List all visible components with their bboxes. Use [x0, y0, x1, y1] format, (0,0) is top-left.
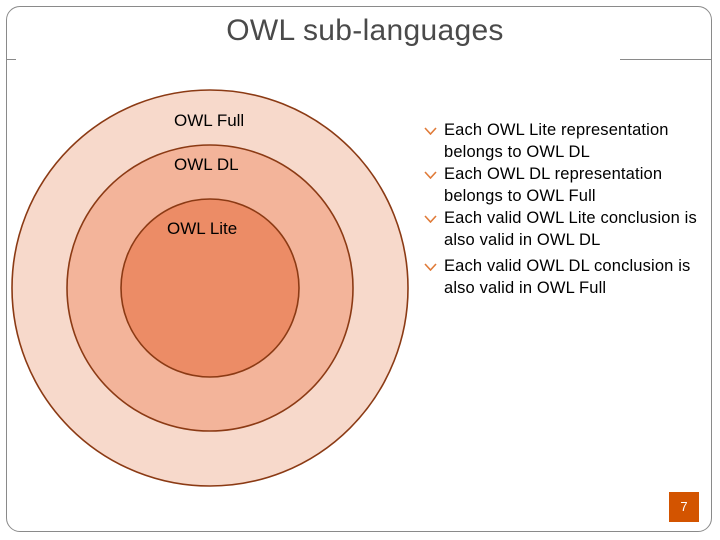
bullet-list: Each OWL Lite representation belongs to … [422, 120, 704, 299]
bullet-marker-icon [424, 171, 437, 179]
bullet-item: Each OWL Lite representation belongs to … [422, 120, 704, 163]
bullet-item: Each valid OWL Lite conclusion is also v… [422, 208, 704, 251]
title-rule-left [6, 59, 16, 60]
bullet-text: Each valid OWL Lite conclusion is also v… [444, 209, 697, 249]
owl-full-label: OWL Full [174, 111, 244, 130]
slide-title: OWL sub-languages [226, 14, 504, 47]
bullet-text: Each OWL DL representation belongs to OW… [444, 165, 663, 205]
bullet-marker-icon [424, 127, 437, 135]
bullet-text: Each valid OWL DL conclusion is also val… [444, 257, 691, 297]
bullet-item: Each valid OWL DL conclusion is also val… [422, 256, 704, 299]
owl-lite-label: OWL Lite [167, 219, 237, 238]
title-rule-right [620, 59, 712, 60]
owl-dl-label: OWL DL [174, 155, 239, 174]
bullet-marker-icon [424, 215, 437, 223]
bullet-text: Each OWL Lite representation belongs to … [444, 121, 669, 161]
page-number-badge: 7 [669, 492, 699, 522]
bullet-item: Each OWL DL representation belongs to OW… [422, 164, 704, 207]
bullet-marker-icon [424, 263, 437, 271]
owl-lite-circle [120, 198, 300, 378]
